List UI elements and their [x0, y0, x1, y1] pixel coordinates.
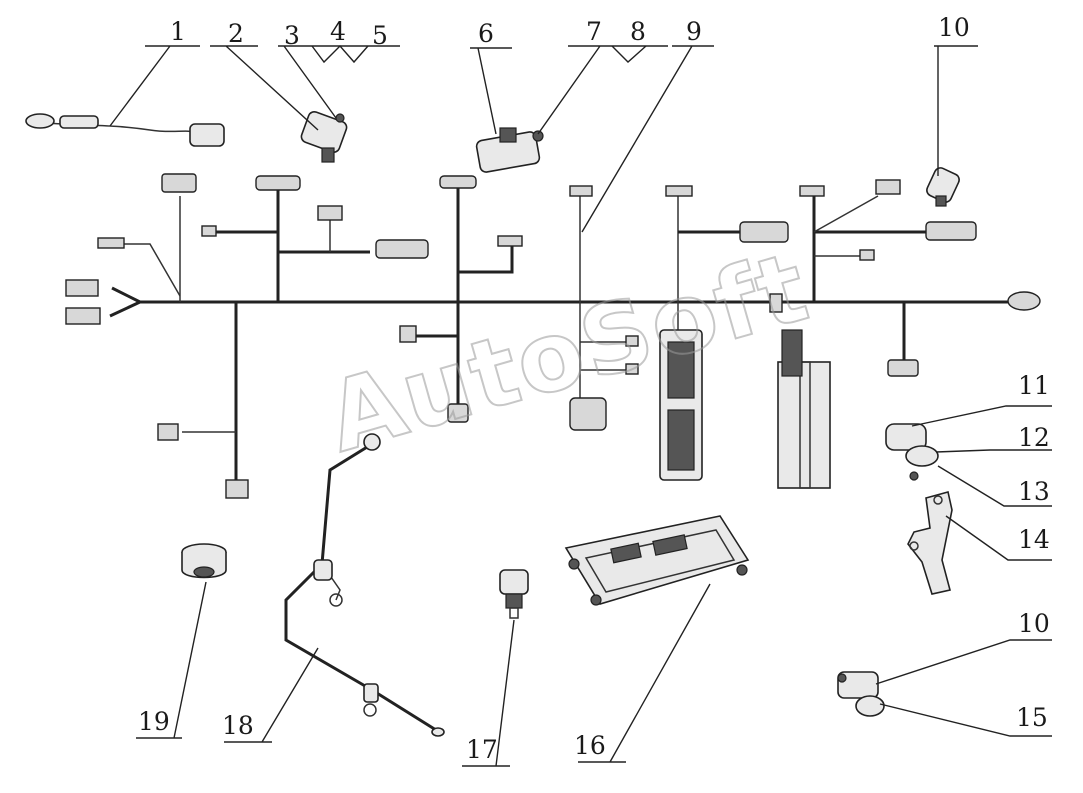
callout-13: 13	[1018, 477, 1050, 506]
callout-18: 18	[222, 711, 254, 740]
main-harness	[105, 186, 1010, 480]
cap-19	[181, 543, 227, 579]
sensor-10-15-bottom	[837, 671, 885, 717]
callout-15: 15	[1016, 703, 1048, 732]
callout-17: 17	[466, 735, 498, 764]
callout-12: 12	[1018, 423, 1050, 452]
callout-10-top: 10	[938, 13, 970, 42]
leader-lines	[109, 44, 1052, 767]
callout-9: 9	[686, 17, 702, 46]
actuator-11-13	[885, 423, 939, 481]
callout-3: 3	[284, 21, 300, 50]
sensor-17	[499, 569, 529, 619]
callout-8: 8	[630, 17, 646, 46]
callout-6: 6	[478, 19, 494, 48]
sensor-10-top	[926, 167, 960, 207]
bracket-14	[907, 491, 953, 595]
callout-7: 7	[586, 17, 602, 46]
pressure-sensor-2	[300, 111, 348, 163]
callout-labels: 1 2 3 4 5 6 7 8 9 10 11 12 13 14 10 15 1…	[138, 13, 1050, 764]
callout-5: 5	[372, 21, 388, 50]
ecu-module-side	[777, 329, 831, 489]
callout-10-bottom: 10	[1018, 609, 1050, 638]
callout-1: 1	[170, 17, 186, 46]
oxygen-sensor	[25, 113, 225, 147]
harness-connectors	[65, 173, 1041, 499]
callout-19: 19	[138, 707, 170, 736]
ecu-connector-block	[659, 329, 703, 481]
harness-18	[284, 433, 445, 737]
callout-16: 16	[574, 731, 606, 760]
callout-2: 2	[228, 19, 244, 48]
callout-4: 4	[330, 17, 346, 46]
ecu-16	[564, 515, 750, 606]
callout-11: 11	[1018, 371, 1050, 400]
callout-14: 14	[1018, 525, 1050, 554]
throttle-sensor-6	[475, 127, 544, 173]
watermark-text: AutoSoft	[315, 230, 820, 474]
